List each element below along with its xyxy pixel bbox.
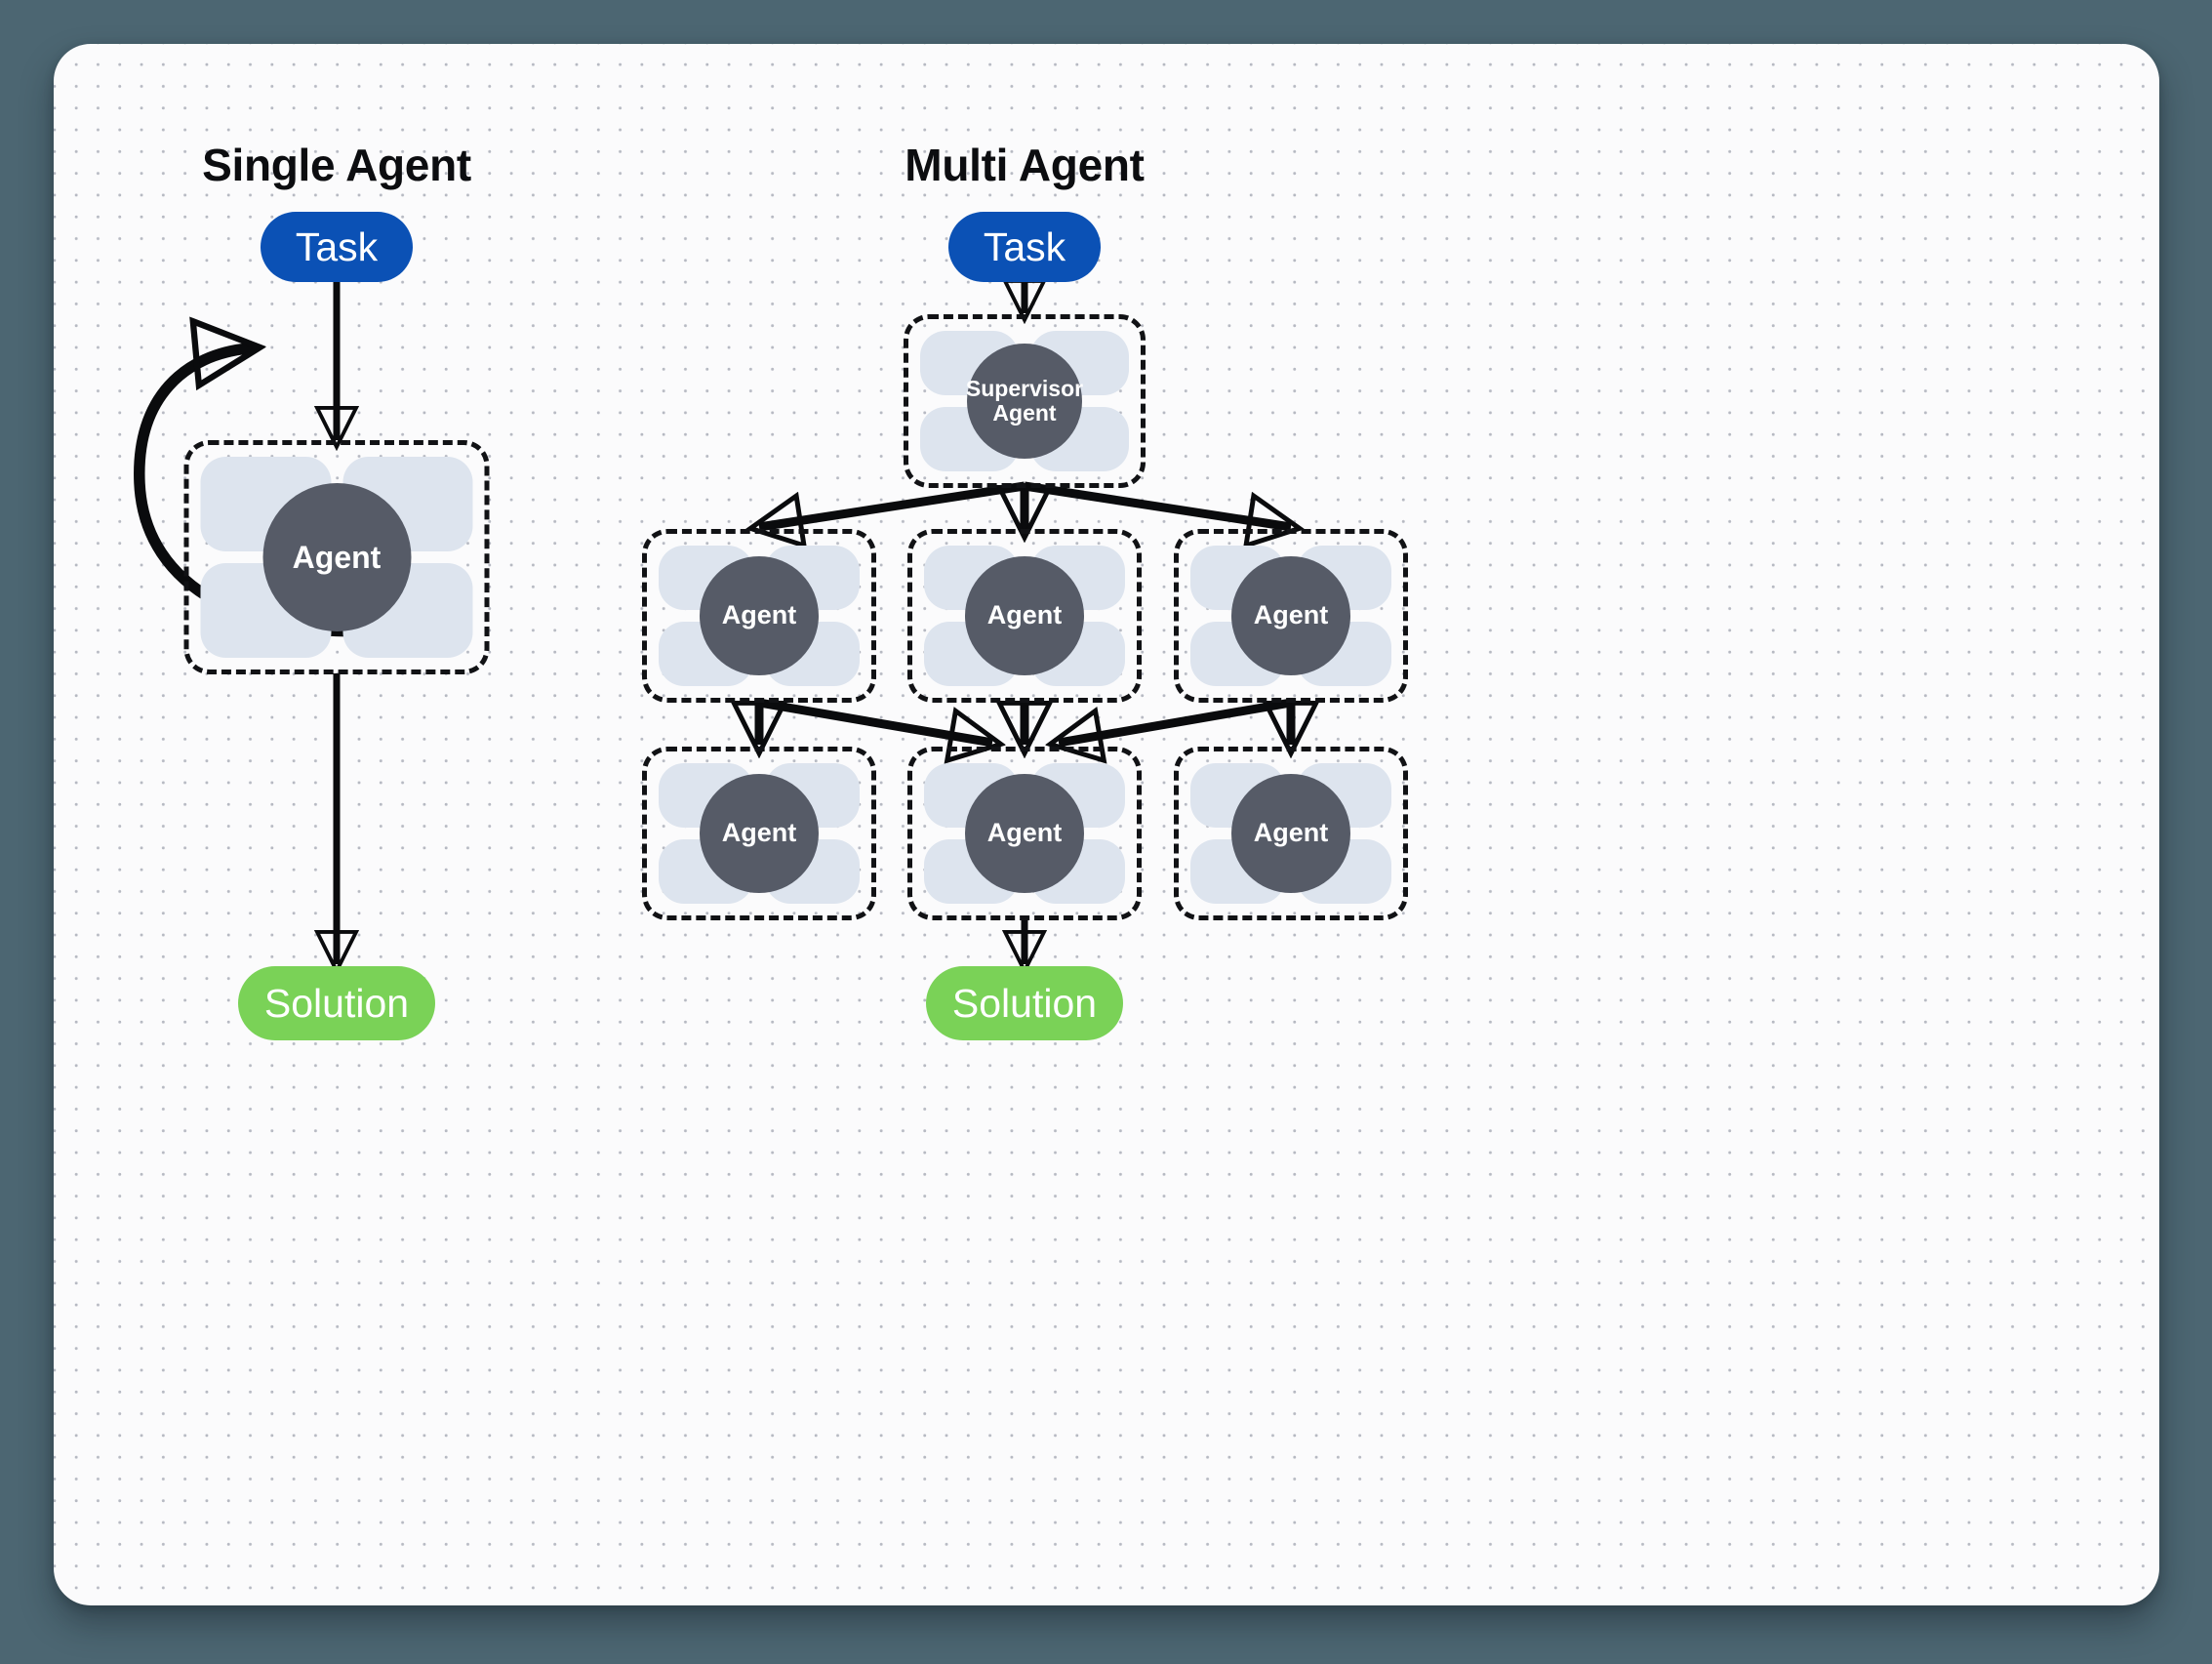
agent-core-bottom-right: Agent xyxy=(1231,774,1350,893)
agent-group-bottom-center[interactable]: Agent xyxy=(907,747,1142,920)
edge-supervisor-to-agent-right xyxy=(1024,481,1291,527)
supervisor-agent-core: Supervisor Agent xyxy=(965,344,1084,459)
agent-core-bottom-center: Agent xyxy=(965,774,1084,893)
agent-core-single: Agent xyxy=(262,483,411,631)
agent-group-bottom-left[interactable]: Agent xyxy=(642,747,876,920)
agent-core-middle-center: Agent xyxy=(965,556,1084,675)
agent-group-single[interactable]: Agent xyxy=(183,440,490,674)
agent-core-middle-right: Agent xyxy=(1231,556,1350,675)
diagram-canvas: Single Agent Task Agent Solution Multi A… xyxy=(54,44,2159,1605)
column-title-single-agent: Single Agent xyxy=(202,140,471,190)
agent-group-middle-left[interactable]: Agent xyxy=(642,529,876,703)
edge-supervisor-to-agent-left xyxy=(759,481,1026,527)
agent-group-middle-right[interactable]: Agent xyxy=(1174,529,1408,703)
edge-agent-left-to-center-below xyxy=(758,698,992,743)
agent-group-bottom-right[interactable]: Agent xyxy=(1174,747,1408,920)
agent-group-middle-center[interactable]: Agent xyxy=(907,529,1142,703)
solution-node-single[interactable]: Solution xyxy=(238,966,435,1040)
supervisor-label-line-2: Agent xyxy=(992,400,1057,426)
edge-agent-right-to-center-below xyxy=(1059,698,1292,743)
solution-node-multi[interactable]: Solution xyxy=(926,966,1123,1040)
agent-core-middle-left: Agent xyxy=(700,556,819,675)
agent-core-bottom-left: Agent xyxy=(700,774,819,893)
supervisor-label-line-1: Supervisor xyxy=(965,376,1084,402)
supervisor-agent-group[interactable]: Supervisor Agent xyxy=(904,314,1146,488)
task-node-single[interactable]: Task xyxy=(261,212,413,282)
column-title-multi-agent: Multi Agent xyxy=(905,140,1145,190)
task-node-multi[interactable]: Task xyxy=(948,212,1101,282)
